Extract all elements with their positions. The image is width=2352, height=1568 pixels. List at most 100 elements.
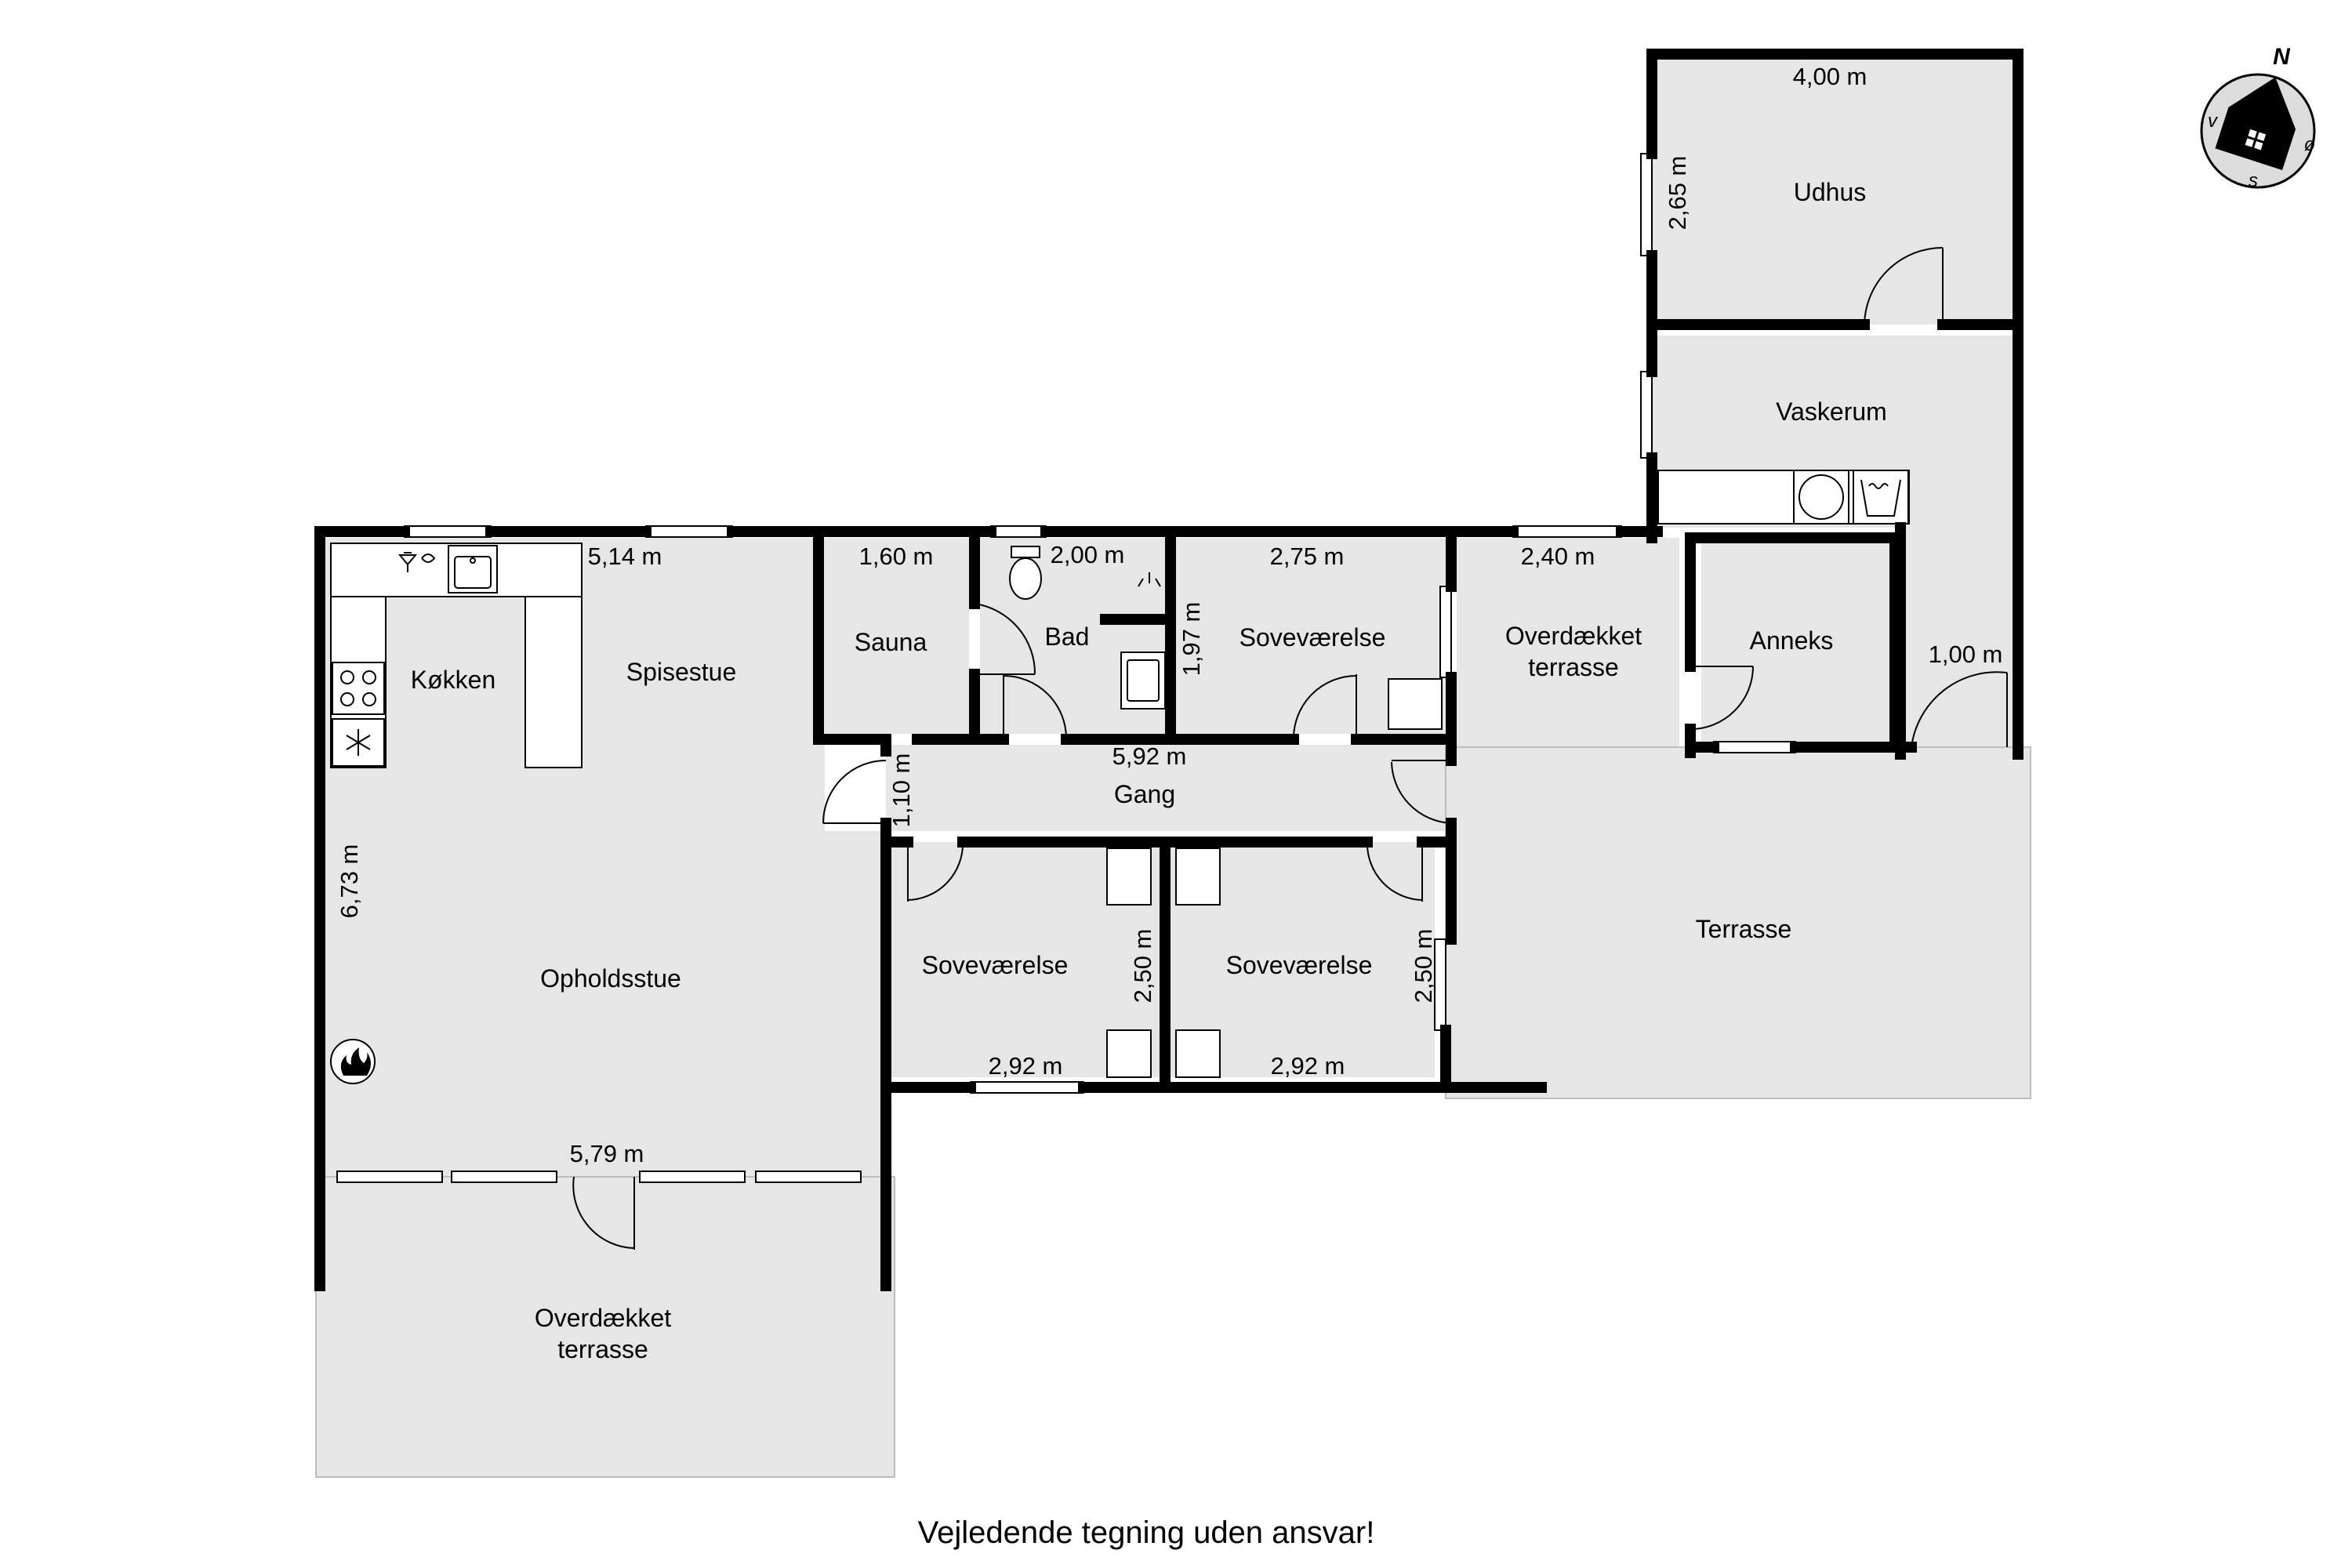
walls	[314, 49, 2024, 1291]
doors	[572, 247, 2008, 1250]
window-sovevaerelse-2	[970, 1081, 1084, 1094]
label-sovevaerelse-3: Soveværelse	[1226, 951, 1373, 979]
dim-opholdsstue-depth: 6,73 m	[336, 844, 363, 919]
label-bad: Bad	[1045, 622, 1090, 651]
dim-sovevaerelse-3-depth: 2,50 m	[1410, 929, 1437, 1004]
wall-udhus-outer	[1646, 49, 2024, 760]
nightstand-1	[1388, 678, 1443, 730]
room-labels: Udhus Vaskerum Sauna Bad Soveværelse Ove…	[411, 178, 1887, 1363]
dim-udhus-depth: 2,65 m	[1664, 156, 1691, 230]
floor-gang	[886, 745, 1446, 831]
dim-gang-length: 5,92 m	[1112, 742, 1187, 770]
window-overdaekket-terrasse	[1512, 525, 1622, 538]
dim-gang-depth: 1,10 m	[887, 753, 915, 828]
cooktop-burner-3	[340, 692, 354, 706]
label-overdaekket-terrasse-2-line1: Overdækket	[535, 1304, 671, 1332]
window-terrasse-1	[336, 1171, 443, 1183]
label-spisestue: Spisestue	[626, 658, 737, 686]
compass-s: s	[2249, 170, 2258, 191]
bathroom-sink-basin	[1127, 659, 1160, 702]
floor-udhus	[1652, 54, 2018, 325]
nightstand-2b	[1106, 1029, 1152, 1078]
window-terrasse-3	[639, 1171, 746, 1183]
floor-opholdsstue-lower	[320, 831, 891, 1177]
dim-sovevaerelse-1-width: 2,75 m	[1270, 543, 1345, 570]
dim-bad-depth: 1,97 m	[1178, 602, 1205, 677]
kitchen-faucet-icon	[397, 552, 418, 572]
window-koekken	[404, 525, 492, 538]
toilet-tank	[1011, 546, 1040, 558]
label-overdaekket-terrasse-1-line2: terrasse	[1528, 653, 1619, 681]
dim-anneks-passage-width: 1,00 m	[1929, 641, 2003, 668]
label-overdaekket-terrasse-2-line2: terrasse	[557, 1335, 648, 1363]
windows	[336, 153, 1796, 1183]
window-udhus	[1640, 153, 1653, 256]
label-opholdsstue: Opholdsstue	[540, 964, 681, 993]
floor-terrasse-border	[1445, 746, 2031, 1099]
label-vaskerum: Vaskerum	[1776, 397, 1887, 426]
dim-spisestue-width: 5,14 m	[588, 543, 662, 570]
disclaimer-text: Vejledende tegning uden ansvar!	[918, 1515, 1375, 1550]
kitchen-sink-basin	[454, 556, 492, 589]
compass-n: N	[2273, 44, 2291, 70]
dim-udhus-width: 4,00 m	[1793, 63, 1867, 90]
door-gang-entrance	[822, 760, 887, 824]
window-anneks	[1713, 741, 1796, 753]
bathroom-sink	[1120, 652, 1166, 710]
label-sauna: Sauna	[855, 628, 927, 656]
floor-overdaekket-terrasse-2	[315, 1176, 895, 1478]
floor-sauna	[818, 538, 969, 734]
door-sovevaerelse-3	[1366, 841, 1423, 902]
door-udhus	[1864, 247, 1944, 325]
window-terrasse-4	[755, 1171, 862, 1183]
cooktop-burner-2	[362, 670, 376, 684]
laundry-sink-basin	[1860, 479, 1901, 517]
label-anneks: Anneks	[1750, 626, 1834, 655]
floor-overdaekket-terrasse-1	[1457, 538, 1679, 765]
door-sovevaerelse-2	[907, 841, 964, 902]
kitchen-fixtures	[330, 543, 583, 768]
window-terrasse-2	[451, 1171, 557, 1183]
label-koekken: Køkken	[411, 666, 495, 694]
dim-sovevaerelse-2-width: 2,92 m	[989, 1052, 1063, 1080]
washing-machine-drum	[1798, 474, 1844, 520]
kitchen-sink-drain	[470, 557, 476, 564]
washing-machine	[1793, 470, 1849, 524]
cooktop	[332, 662, 385, 715]
compass-icon: N v ø s	[2200, 44, 2316, 191]
nightstand-2a	[1106, 848, 1152, 906]
door-terrasse-gang	[1391, 760, 1452, 824]
dim-sovevaerelse-3-width: 2,92 m	[1271, 1052, 1345, 1080]
dim-opholdsstue-width: 5,79 m	[570, 1140, 644, 1167]
window-vaskerum	[1640, 371, 1653, 459]
snowflake-icon	[346, 729, 371, 756]
laundry-faucet	[1868, 483, 1889, 489]
toilet-bowl	[1009, 557, 1042, 600]
label-sovevaerelse-2: Soveværelse	[922, 951, 1069, 979]
window-spisestue	[645, 525, 733, 538]
dim-overdaekket-terrasse-1-width: 2,40 m	[1521, 543, 1595, 570]
dimension-labels: 4,00 m 2,65 m 5,14 m 1,60 m 2,00 m 1,97 …	[336, 63, 2002, 1167]
bath-fixtures	[1009, 546, 1443, 1078]
door-sauna	[974, 603, 1036, 675]
label-sovevaerelse-1: Soveværelse	[1240, 623, 1386, 652]
nightstand-3a	[1175, 848, 1221, 906]
shower-icon	[1138, 572, 1161, 587]
floor-vaskerum-passage	[1900, 528, 2018, 747]
label-overdaekket-terrasse-1-line1: Overdækket	[1505, 622, 1642, 650]
label-gang: Gang	[1114, 780, 1175, 808]
window-bad	[990, 525, 1047, 538]
laundry-fixtures	[1657, 470, 1910, 524]
label-udhus: Udhus	[1794, 178, 1867, 206]
laundry-sink	[1853, 470, 1909, 524]
cooktop-burner-1	[340, 670, 354, 684]
label-terrasse: Terrasse	[1696, 915, 1792, 943]
compass-v: v	[2208, 111, 2219, 132]
dim-sovevaerelse-2-depth: 2,50 m	[1129, 929, 1156, 1004]
door-opholdsstue-terrasse	[572, 1176, 635, 1250]
door-sovevaerelse-1	[1292, 674, 1357, 740]
cooktop-burner-4	[362, 692, 376, 706]
fireplace-icon	[330, 1039, 376, 1084]
kitchen-island	[524, 596, 583, 768]
